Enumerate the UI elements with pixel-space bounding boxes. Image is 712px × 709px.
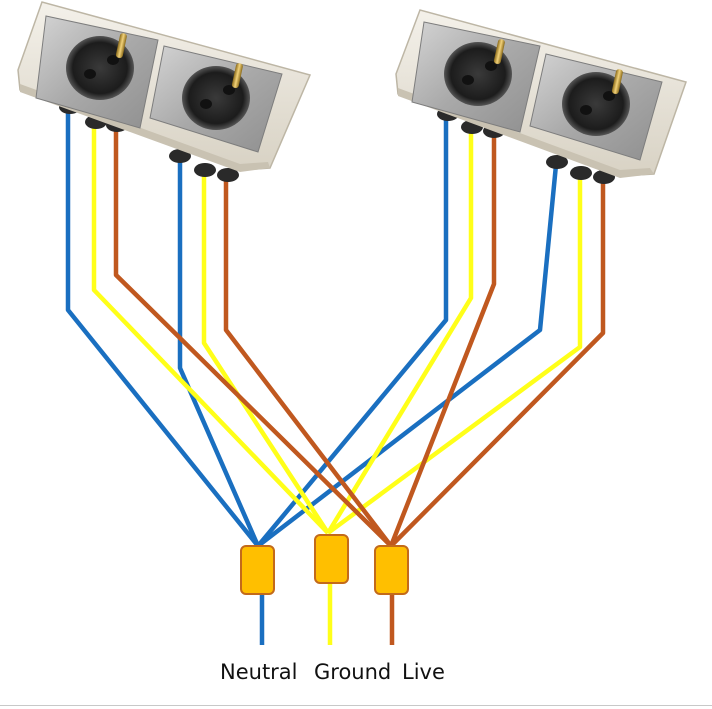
neutral-connector [240, 545, 275, 595]
neutral-wire-2 [177, 160, 261, 547]
neutral-wire-1 [65, 108, 260, 548]
live-wire-3 [388, 133, 497, 547]
live-connector [374, 545, 409, 595]
neutral-wire-3 [256, 115, 449, 548]
live-wire-2 [223, 180, 393, 548]
ground-label: Ground [314, 660, 392, 684]
neutral-wires [65, 108, 559, 645]
live-wire-1 [113, 128, 393, 548]
live-wire-4 [389, 178, 606, 548]
ground-wire-3 [326, 128, 474, 535]
ground-wire-4 [326, 175, 583, 535]
double-socket-right [395, 9, 687, 184]
bottom-divider [0, 705, 712, 706]
double-socket-left [17, 1, 312, 182]
ground-wire-1 [91, 125, 330, 535]
live-wires [113, 128, 606, 645]
ground-wires [91, 125, 583, 645]
neutral-label: Neutral [220, 660, 298, 684]
ground-connector [314, 534, 349, 584]
neutral-wire-4 [256, 164, 559, 548]
connectors [240, 534, 409, 595]
live-label: Live [402, 660, 445, 684]
ground-wire-2 [201, 173, 330, 535]
